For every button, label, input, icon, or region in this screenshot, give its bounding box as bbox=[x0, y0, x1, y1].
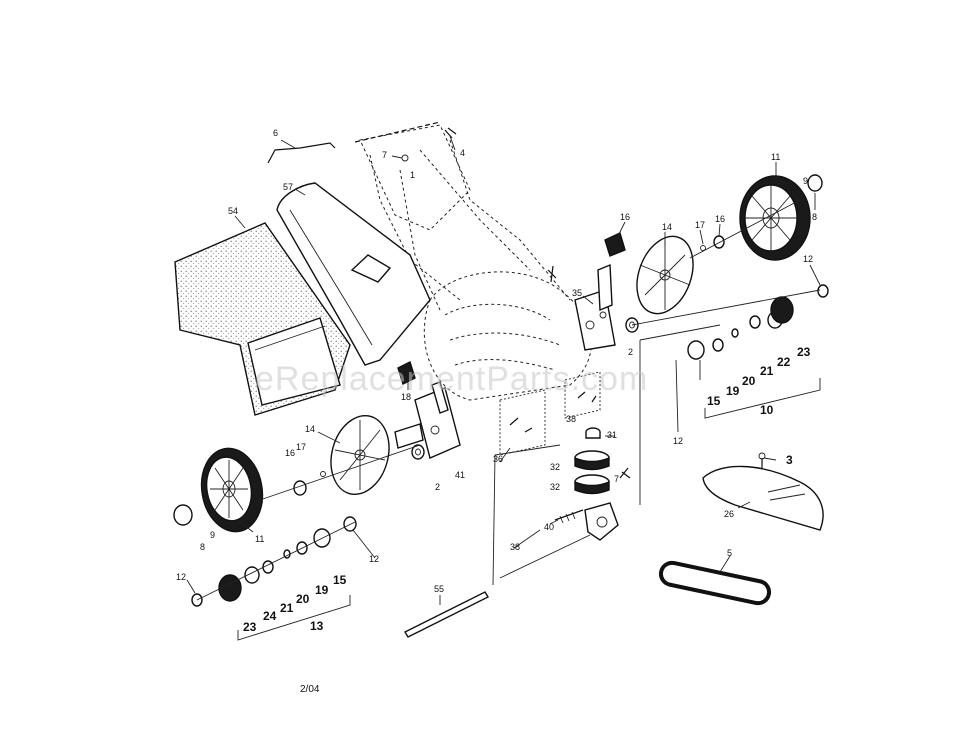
part-4-bolt bbox=[444, 127, 457, 139]
callout-16-knob: 16 bbox=[620, 212, 630, 222]
part-57-bag-frame bbox=[276, 182, 431, 366]
part-9-hubcap-right bbox=[807, 174, 823, 192]
callout-7-clip: 7 bbox=[614, 474, 619, 484]
part-14-spoked-disk-left bbox=[330, 414, 390, 496]
left-wheel-axle-line bbox=[259, 444, 421, 501]
part-36-clips bbox=[499, 371, 601, 456]
part-6-rod bbox=[267, 142, 336, 164]
callout-19-right: 19 bbox=[726, 384, 740, 398]
callout-5: 5 bbox=[727, 548, 732, 558]
callout-16-right: 16 bbox=[715, 214, 725, 224]
callout-8-left: 8 bbox=[200, 542, 205, 552]
callout-23-right: 23 bbox=[797, 345, 811, 359]
callout-2-right: 2 bbox=[628, 347, 633, 357]
callout-3: 3 bbox=[786, 453, 793, 467]
callout-20-left: 20 bbox=[296, 592, 310, 606]
callout-15-right: 15 bbox=[707, 394, 721, 408]
part-54-grass-bag bbox=[174, 222, 351, 416]
part-32-gear-lower bbox=[574, 474, 610, 495]
callout-11-right: 11 bbox=[771, 152, 780, 162]
callout-16-left: 16 bbox=[285, 448, 295, 458]
part-35-height-bracket-right bbox=[574, 263, 616, 351]
callout-7: 7 bbox=[382, 150, 387, 160]
callout-labels: 6 7 4 1 57 54 16 14 17 16 11 9 8 35 2 12… bbox=[176, 128, 817, 634]
right-wheel-axle-line bbox=[689, 199, 801, 259]
right-axle-line bbox=[631, 289, 821, 326]
callout-40: 40 bbox=[544, 522, 554, 532]
callout-26: 26 bbox=[724, 509, 734, 519]
callout-22: 22 bbox=[777, 355, 791, 369]
callout-41: 41 bbox=[455, 470, 465, 480]
callout-36: 36 bbox=[493, 454, 503, 464]
part-26-rear-baffle bbox=[702, 465, 824, 531]
callout-13: 13 bbox=[310, 619, 324, 633]
callout-31: 31 bbox=[607, 430, 617, 440]
bracket-group-10 bbox=[704, 378, 821, 419]
part-3-bolt bbox=[758, 452, 766, 470]
part-16-handle-knob-right bbox=[604, 232, 626, 257]
right-axle-hardware bbox=[687, 235, 829, 360]
callout-17-right: 17 bbox=[695, 220, 705, 230]
gearbox-housing bbox=[584, 502, 619, 541]
callout-32-upper: 32 bbox=[550, 462, 560, 472]
center-screw bbox=[547, 265, 557, 283]
callout-11-left: 11 bbox=[255, 534, 264, 544]
callout-23-left: 23 bbox=[243, 620, 257, 634]
callout-12-left-mid: 12 bbox=[369, 554, 379, 564]
rear-left-wheel bbox=[200, 447, 264, 533]
part-32-gear-upper bbox=[574, 450, 610, 471]
callout-18: 18 bbox=[401, 392, 411, 402]
part-31-cap bbox=[585, 427, 601, 439]
handle-assembly bbox=[354, 121, 571, 311]
watermark: eReplacementParts.com bbox=[255, 360, 648, 398]
callout-21-left: 21 bbox=[280, 601, 294, 615]
part-7-spring-clip bbox=[619, 467, 631, 479]
callout-4: 4 bbox=[460, 148, 465, 158]
callout-12-left: 12 bbox=[176, 572, 186, 582]
callout-14-right: 14 bbox=[662, 222, 672, 232]
mower-deck-outline bbox=[423, 271, 592, 401]
callout-1: 1 bbox=[410, 170, 415, 180]
part-2-bushing-left bbox=[411, 444, 425, 460]
part-55-shaft bbox=[404, 591, 489, 638]
callout-9-left: 9 bbox=[210, 530, 215, 540]
part-40-worm-gear bbox=[554, 509, 584, 524]
callout-19-left: 19 bbox=[315, 583, 329, 597]
callout-21-right: 21 bbox=[760, 364, 774, 378]
callout-38-lower: 38 bbox=[510, 542, 520, 552]
rear-right-wheel bbox=[739, 175, 811, 261]
callout-38-upper: 38 bbox=[566, 414, 576, 424]
callout-8-right: 8 bbox=[812, 212, 817, 222]
callout-12-right-mid: 12 bbox=[673, 436, 683, 446]
callout-2-left: 2 bbox=[435, 482, 440, 492]
callout-10: 10 bbox=[760, 403, 774, 417]
part-38-drive-rod bbox=[492, 324, 721, 586]
left-axle-line bbox=[196, 521, 356, 601]
date-code: 2/04 bbox=[300, 684, 320, 695]
callout-24: 24 bbox=[263, 609, 277, 623]
callout-14-left: 14 bbox=[305, 424, 315, 434]
callout-57: 57 bbox=[283, 182, 293, 192]
part-14-spoked-disk-right bbox=[636, 235, 694, 315]
callout-6: 6 bbox=[273, 128, 278, 138]
callout-9-right: 9 bbox=[803, 176, 808, 186]
callout-35: 35 bbox=[572, 288, 582, 298]
callout-54: 54 bbox=[228, 206, 238, 216]
part-7-bolt bbox=[401, 154, 409, 162]
part-8-hubcap-left bbox=[173, 504, 193, 526]
part-5-drive-belt bbox=[658, 560, 772, 606]
part-18-knob-left bbox=[397, 361, 416, 385]
callout-55: 55 bbox=[434, 584, 444, 594]
leader-lines bbox=[186, 135, 821, 605]
bracket-group-13 bbox=[237, 595, 351, 641]
callout-15-left: 15 bbox=[333, 573, 347, 587]
callout-32-lower: 32 bbox=[550, 482, 560, 492]
callout-17-left: 17 bbox=[296, 442, 306, 452]
callout-12-right-top: 12 bbox=[803, 254, 813, 264]
part-41-height-bracket-left bbox=[394, 381, 461, 459]
callout-20-right: 20 bbox=[742, 374, 756, 388]
